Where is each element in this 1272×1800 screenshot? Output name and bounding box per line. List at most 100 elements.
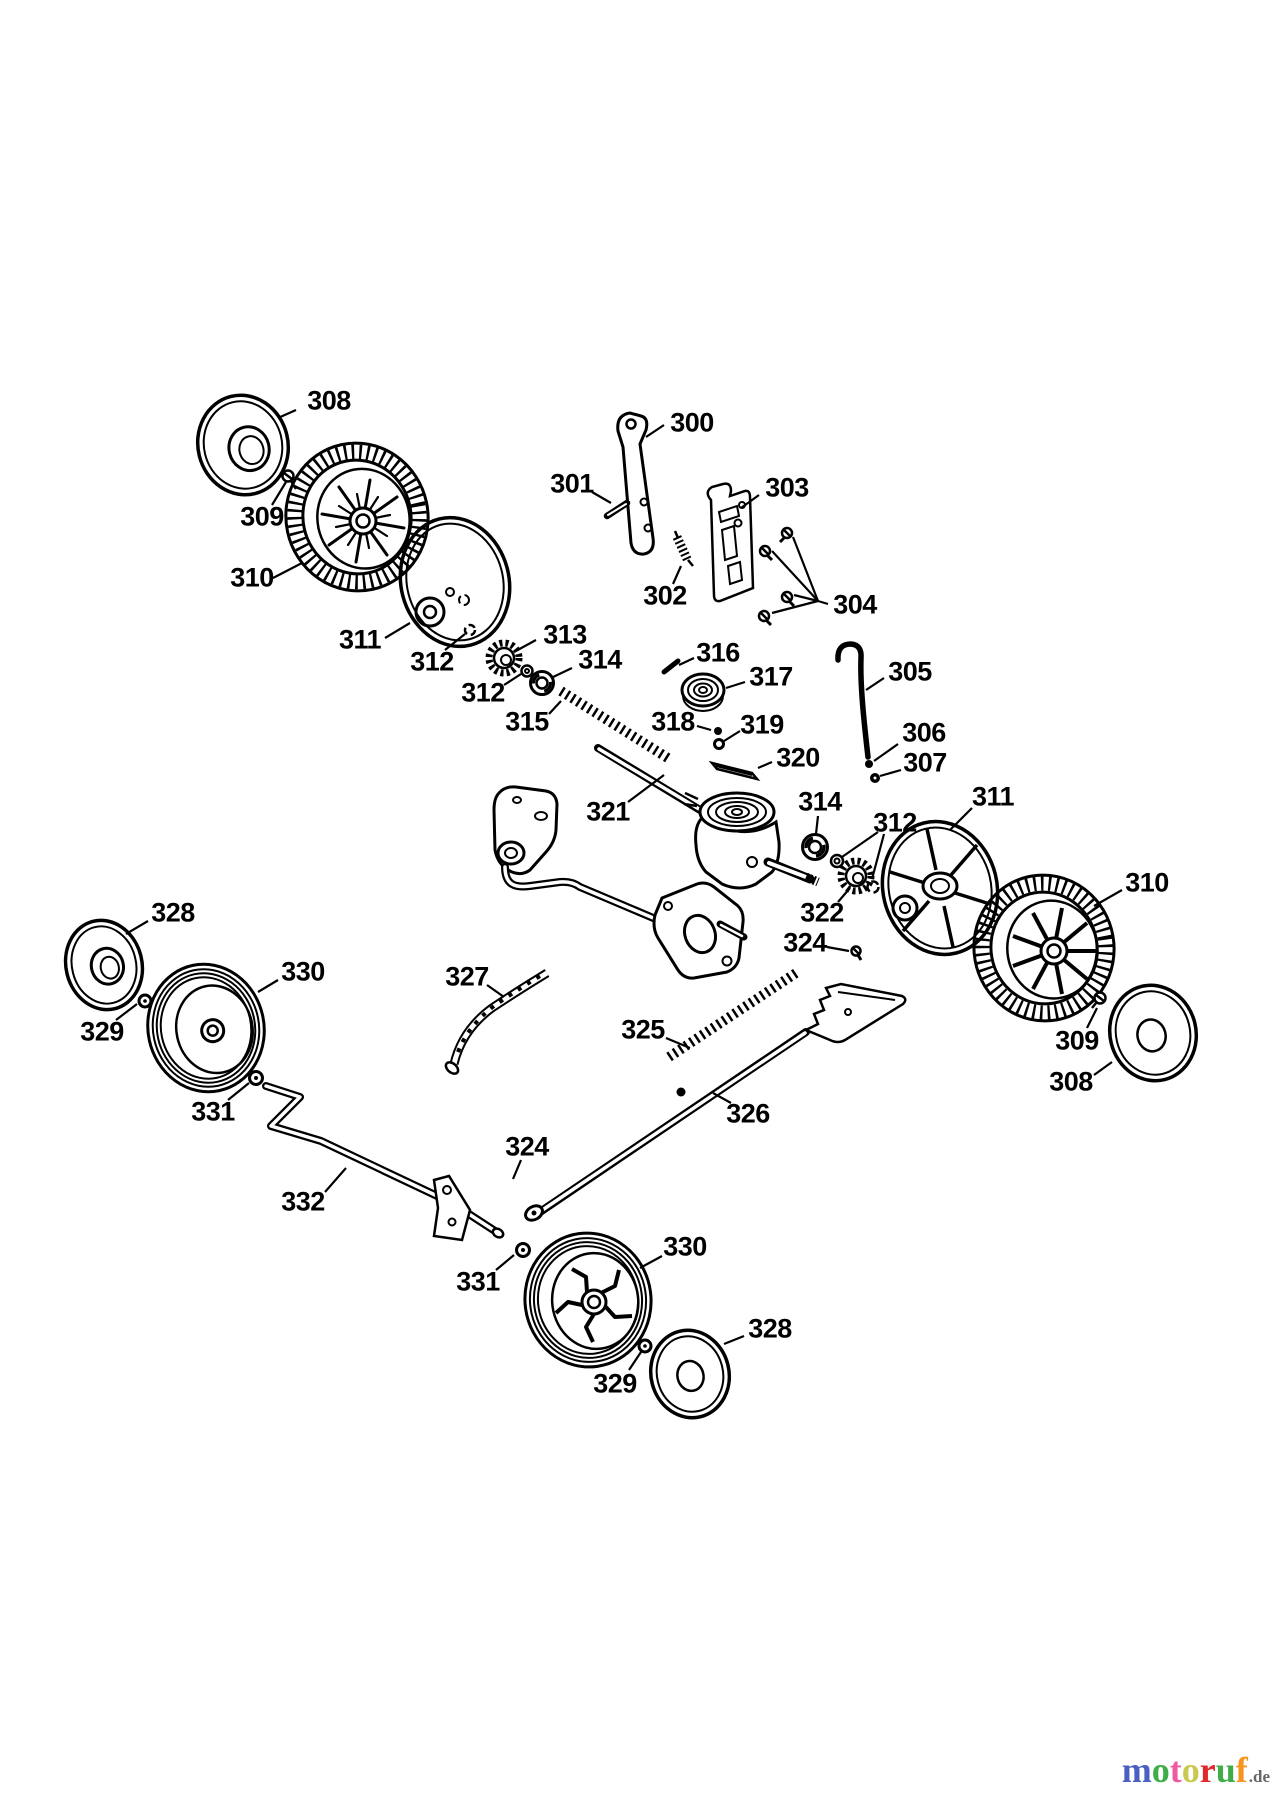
part-label-308-0: 308 bbox=[307, 385, 351, 416]
part-label-310-2: 310 bbox=[230, 562, 274, 593]
hubcap-right-308 bbox=[1107, 983, 1199, 1083]
bracket-300 bbox=[616, 411, 655, 556]
part-label-305-19: 305 bbox=[888, 656, 932, 687]
part-label-302-11: 302 bbox=[643, 580, 687, 611]
nut-318 bbox=[714, 727, 722, 735]
part-label-330-33: 330 bbox=[281, 956, 325, 987]
plate-303 bbox=[706, 482, 755, 603]
gear-322 bbox=[837, 857, 875, 895]
wheel-330-b bbox=[523, 1231, 653, 1369]
washer-306 bbox=[865, 760, 873, 768]
clip-312-a bbox=[463, 623, 477, 637]
wheel-right-310 bbox=[972, 873, 1116, 1023]
pin-316 bbox=[661, 658, 681, 675]
part-label-320-18: 320 bbox=[776, 742, 820, 773]
screw-309-right bbox=[1091, 991, 1107, 1009]
logo-letter-t: t bbox=[1169, 1750, 1182, 1790]
logo-letter-f: f bbox=[1235, 1750, 1248, 1790]
part-label-309-1: 309 bbox=[240, 501, 284, 532]
part-label-312-4: 312 bbox=[410, 646, 454, 677]
part-label-329-42: 329 bbox=[593, 1368, 637, 1399]
part-label-331-40: 331 bbox=[456, 1266, 500, 1297]
part-label-322-26: 322 bbox=[800, 897, 844, 928]
part-label-324-38: 324 bbox=[505, 1131, 549, 1162]
bearing-314-b bbox=[801, 833, 829, 861]
pulley-317 bbox=[680, 672, 726, 712]
part-label-309-29: 309 bbox=[1055, 1025, 1099, 1056]
axle-321 bbox=[594, 744, 704, 814]
wheel-330-a bbox=[146, 962, 266, 1094]
part-label-306-20: 306 bbox=[902, 717, 946, 748]
part-label-311-25: 311 bbox=[971, 781, 1015, 812]
wheel-left-310 bbox=[284, 441, 430, 593]
handle-326 bbox=[524, 982, 907, 1222]
part-label-328-43: 328 bbox=[748, 1313, 792, 1344]
wheel-right-310-spokes bbox=[1012, 907, 1097, 995]
part-label-332-39: 332 bbox=[281, 1186, 325, 1217]
part-label-310-28: 310 bbox=[1125, 867, 1169, 898]
disc-left-311 bbox=[398, 515, 512, 649]
part-label-326-37: 326 bbox=[726, 1098, 770, 1129]
washer-312-b bbox=[520, 664, 534, 678]
part-label-330-41: 330 bbox=[663, 1231, 707, 1262]
hubcap-left-328 bbox=[63, 918, 145, 1012]
washer-307 bbox=[870, 773, 880, 783]
bearing-314-a bbox=[529, 670, 555, 696]
part-label-307-21: 307 bbox=[903, 747, 947, 778]
rack-327 bbox=[444, 969, 550, 1075]
part-label-315-8: 315 bbox=[505, 706, 549, 737]
logo-letter-u: u bbox=[1215, 1750, 1236, 1790]
part-label-317-15: 317 bbox=[749, 661, 793, 692]
belt-guide-323 bbox=[492, 785, 748, 980]
part-label-313-5: 313 bbox=[543, 619, 587, 650]
part-label-311-3: 311 bbox=[338, 624, 382, 655]
part-label-304-13: 304 bbox=[833, 589, 877, 620]
key-320 bbox=[708, 760, 761, 782]
part-label-331-34: 331 bbox=[191, 1096, 235, 1127]
part-label-325-36: 325 bbox=[621, 1014, 665, 1045]
disc-right-311 bbox=[880, 819, 1000, 957]
screws-304 bbox=[757, 526, 796, 627]
part-label-316-14: 316 bbox=[696, 637, 740, 668]
part-label-303-12: 303 bbox=[765, 472, 809, 503]
screw-324-b bbox=[850, 945, 863, 961]
part-label-312-7: 312 bbox=[461, 677, 505, 708]
hubcap-left-308 bbox=[195, 393, 291, 497]
part-label-328-31: 328 bbox=[151, 897, 195, 928]
nut-319 bbox=[713, 738, 725, 750]
clip-312-d bbox=[866, 880, 880, 894]
gear-313 bbox=[485, 639, 523, 677]
logo-letter-m: m bbox=[1121, 1750, 1152, 1790]
spring-302 bbox=[672, 530, 694, 567]
washer-331-a bbox=[248, 1070, 264, 1086]
leader-lines bbox=[115, 408, 1123, 1371]
part-label-318-16: 318 bbox=[651, 706, 695, 737]
washer-312-c bbox=[829, 853, 845, 869]
site-logo: motoruf.de bbox=[1094, 1752, 1270, 1788]
logo-letter-r: r bbox=[1199, 1750, 1216, 1790]
part-label-312-24: 312 bbox=[873, 807, 917, 838]
part-label-300-9: 300 bbox=[670, 407, 714, 438]
washer-329-b bbox=[637, 1338, 653, 1354]
logo-suffix: .de bbox=[1248, 1767, 1270, 1786]
wheel-left-310-hub bbox=[320, 478, 406, 564]
part-label-327-35: 327 bbox=[445, 961, 489, 992]
logo-wordmark: motoruf bbox=[1122, 1752, 1248, 1788]
part-label-324-27: 324 bbox=[783, 927, 827, 958]
hubcap-328-b bbox=[648, 1328, 732, 1420]
part-label-308-30: 308 bbox=[1049, 1066, 1093, 1097]
rod-305 bbox=[835, 641, 871, 760]
part-label-301-10: 301 bbox=[550, 468, 594, 499]
logo-letter-o: o bbox=[1151, 1750, 1170, 1790]
threaded-rod-315 bbox=[558, 686, 674, 765]
logo-letter-o: o bbox=[1181, 1750, 1200, 1790]
threaded-rod-325 bbox=[666, 966, 802, 1062]
part-label-329-32: 329 bbox=[80, 1016, 124, 1047]
gearbox bbox=[683, 791, 820, 890]
pin-301 bbox=[603, 499, 631, 520]
part-label-314-6: 314 bbox=[578, 644, 622, 675]
axle-332 bbox=[262, 1082, 505, 1242]
part-label-321-22: 321 bbox=[586, 796, 630, 827]
